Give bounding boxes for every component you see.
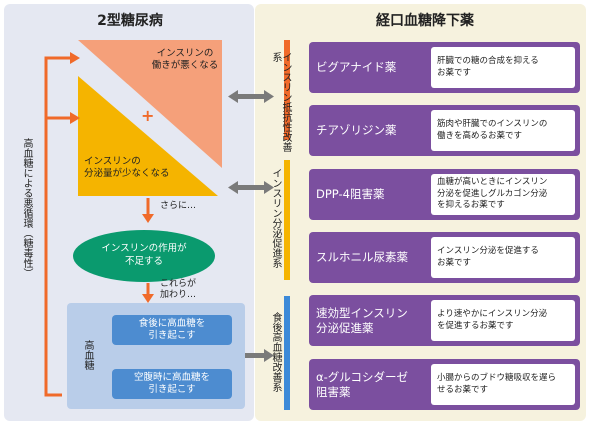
fasting-cause-box: 空腹時に高血糖を 引き起こす bbox=[112, 369, 232, 399]
drug-description-text: 小腸からのブドウ糖吸収を遅ら せるお薬です bbox=[437, 373, 557, 395]
insulin-secretion-triangle bbox=[78, 76, 218, 196]
insulin-secretion-text: インスリンの 分泌量が少なくなる bbox=[84, 156, 170, 179]
drug-description: 筋肉や肝臓でのインスリンの 働きを高めるお薬です bbox=[431, 110, 575, 151]
group-label-resistance: インスリン抵抗性改善系 bbox=[270, 52, 291, 152]
drug-description: 肝臓での糖の合成を抑える お薬です bbox=[431, 47, 575, 88]
plus-sign: + bbox=[141, 106, 155, 125]
vicious-cycle-arrowhead-top bbox=[70, 52, 80, 64]
drug-description-text: 血糖が高いときにインスリン 分泌を促進しグルカゴン分泌 を抑えるお薬です bbox=[437, 177, 548, 211]
combined-text: これらが 加わり… bbox=[160, 279, 197, 300]
drug-description-text: 筋肉や肝臓でのインスリンの 働きを高めるお薬です bbox=[437, 119, 548, 141]
insulin-insufficient-text: インスリンの作用が 不足する bbox=[101, 243, 187, 267]
right-panel-title: 経口血糖降下薬 bbox=[376, 13, 474, 29]
group-label-postprandial: 食後高血糖改善系 bbox=[270, 312, 281, 392]
group-bar-resistance bbox=[284, 40, 290, 140]
connector-resistance bbox=[228, 90, 274, 103]
hyperglycemia-label: 高血糖 bbox=[82, 340, 93, 370]
arrow-down-2-head bbox=[142, 294, 154, 303]
drug-box-dpp4: DPP-4阻害薬 血糖が高いときにインスリン 分泌を促進しグルカゴン分泌 を抑え… bbox=[309, 169, 580, 220]
drug-description-text: より速やかにインスリン分泌 を促進するお薬です bbox=[437, 309, 548, 331]
drug-description: 血糖が高いときにインスリン 分泌を促進しグルカゴン分泌 を抑えるお薬です bbox=[431, 174, 575, 215]
group-bar-secretion bbox=[284, 160, 290, 280]
drug-box-sulfonylurea: スルホニル尿素薬 インスリン分泌を促進する お薬です bbox=[309, 232, 580, 283]
insulin-resistance-triangle bbox=[78, 40, 222, 168]
drug-box-thiazolidine: チアゾリジン薬 筋肉や肝臓でのインスリンの 働きを高めるお薬です bbox=[309, 105, 580, 156]
drug-description: インスリン分泌を促進する お薬です bbox=[431, 237, 575, 278]
drug-box-biguanide: ビグアナイド薬 肝臓での糖の合成を抑える お薬です bbox=[309, 42, 580, 93]
drug-name: チアゾリジン薬 bbox=[316, 123, 397, 138]
drug-description: より速やかにインスリン分泌 を促進するお薬です bbox=[431, 300, 575, 341]
vicious-cycle-label: 高血糖による悪循環（糖毒性） bbox=[21, 138, 32, 278]
drug-name: α-グルコシダーゼ 阻害薬 bbox=[316, 370, 408, 399]
arrow-down-1-head bbox=[142, 214, 154, 223]
insulin-insufficient-ellipse: インスリンの作用が 不足する bbox=[73, 230, 215, 282]
drug-box-rapid-secretagogue: 速効型インスリン 分泌促進薬 より速やかにインスリン分泌 を促進するお薬です bbox=[309, 295, 580, 346]
drug-name: スルホニル尿素薬 bbox=[316, 250, 408, 265]
fasting-cause-text: 空腹時に高血糖を 引き起こす bbox=[133, 371, 210, 395]
drug-description-text: インスリン分泌を促進する お薬です bbox=[437, 246, 539, 268]
vicious-cycle-loop bbox=[44, 56, 70, 397]
drug-name: ビグアナイド薬 bbox=[316, 60, 397, 75]
drug-description-text: 肝臓での糖の合成を抑える お薬です bbox=[437, 56, 539, 78]
left-panel-title: 2型糖尿病 bbox=[97, 13, 163, 29]
group-label-secretion: インスリン分泌促進系 bbox=[270, 168, 281, 268]
drug-description: 小腸からのブドウ糖吸収を遅ら せるお薬です bbox=[431, 364, 575, 405]
postprandial-cause-text: 食後に高血糖を 引き起こす bbox=[138, 317, 206, 341]
connector-secretion bbox=[228, 181, 274, 194]
insulin-resistance-text: インスリンの 働きが悪くなる bbox=[151, 48, 219, 71]
drug-box-alpha-glucosidase: α-グルコシダーゼ 阻害薬 小腸からのブドウ糖吸収を遅ら せるお薬です bbox=[309, 359, 580, 410]
further-text: さらに… bbox=[160, 201, 197, 211]
drug-name: 速効型インスリン 分泌促進薬 bbox=[316, 306, 408, 335]
group-bar-postprandial bbox=[284, 296, 290, 410]
postprandial-cause-box: 食後に高血糖を 引き起こす bbox=[112, 315, 232, 345]
drug-name: DPP-4阻害薬 bbox=[316, 187, 385, 202]
vicious-cycle-arrowhead-mid bbox=[70, 112, 80, 124]
